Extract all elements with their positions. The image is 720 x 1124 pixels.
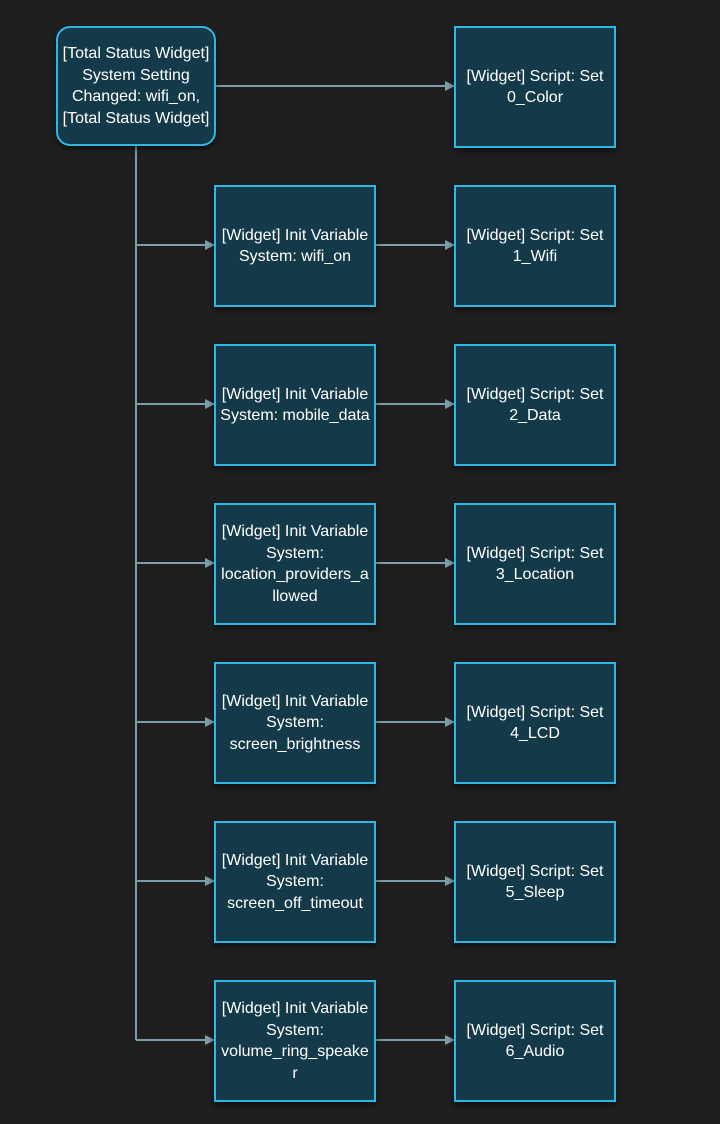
trigger-node[interactable]: [Total Status Widget] System Setting Cha… — [56, 26, 216, 146]
init-node-2[interactable]: [Widget] Init Variable System: mobile_da… — [214, 344, 376, 466]
init-node-3[interactable]: [Widget] Init Variable System: location_… — [214, 503, 376, 625]
init-node-1[interactable]: [Widget] Init Variable System: wifi_on — [214, 185, 376, 307]
trigger-label: [Total Status Widget] System Setting Cha… — [62, 45, 210, 127]
init-label-3: [Widget] Init Variable System: location_… — [221, 523, 369, 605]
init-label-5: [Widget] Init Variable System: screen_of… — [221, 851, 369, 912]
script-label-4: [Widget] Script: Set 4_LCD — [466, 703, 604, 743]
edges — [135, 81, 455, 1045]
script-label-1: [Widget] Script: Set 1_Wifi — [466, 226, 604, 266]
init-label-2: [Widget] Init Variable System: mobile_da… — [220, 385, 370, 425]
script-node-3[interactable]: [Widget] Script: Set 3_Location — [454, 503, 616, 625]
script-node-2[interactable]: [Widget] Script: Set 2_Data — [454, 344, 616, 466]
script-node-0[interactable]: [Widget] Script: Set 0_Color — [454, 26, 616, 148]
script-node-1[interactable]: [Widget] Script: Set 1_Wifi — [454, 185, 616, 307]
script-label-3: [Widget] Script: Set 3_Location — [466, 544, 604, 584]
script-label-0: [Widget] Script: Set 0_Color — [466, 67, 604, 107]
script-label-6: [Widget] Script: Set 6_Audio — [466, 1021, 604, 1061]
script-label-5: [Widget] Script: Set 5_Sleep — [466, 862, 604, 902]
init-label-4: [Widget] Init Variable System: screen_br… — [221, 692, 369, 753]
script-node-6[interactable]: [Widget] Script: Set 6_Audio — [454, 980, 616, 1102]
init-label-1: [Widget] Init Variable System: wifi_on — [221, 226, 369, 266]
script-node-5[interactable]: [Widget] Script: Set 5_Sleep — [454, 821, 616, 943]
script-node-4[interactable]: [Widget] Script: Set 4_LCD — [454, 662, 616, 784]
init-node-6[interactable]: [Widget] Init Variable System: volume_ri… — [214, 980, 376, 1102]
init-node-5[interactable]: [Widget] Init Variable System: screen_of… — [214, 821, 376, 943]
script-label-2: [Widget] Script: Set 2_Data — [466, 385, 604, 425]
init-label-6: [Widget] Init Variable System: volume_ri… — [221, 1000, 369, 1082]
init-node-4[interactable]: [Widget] Init Variable System: screen_br… — [214, 662, 376, 784]
